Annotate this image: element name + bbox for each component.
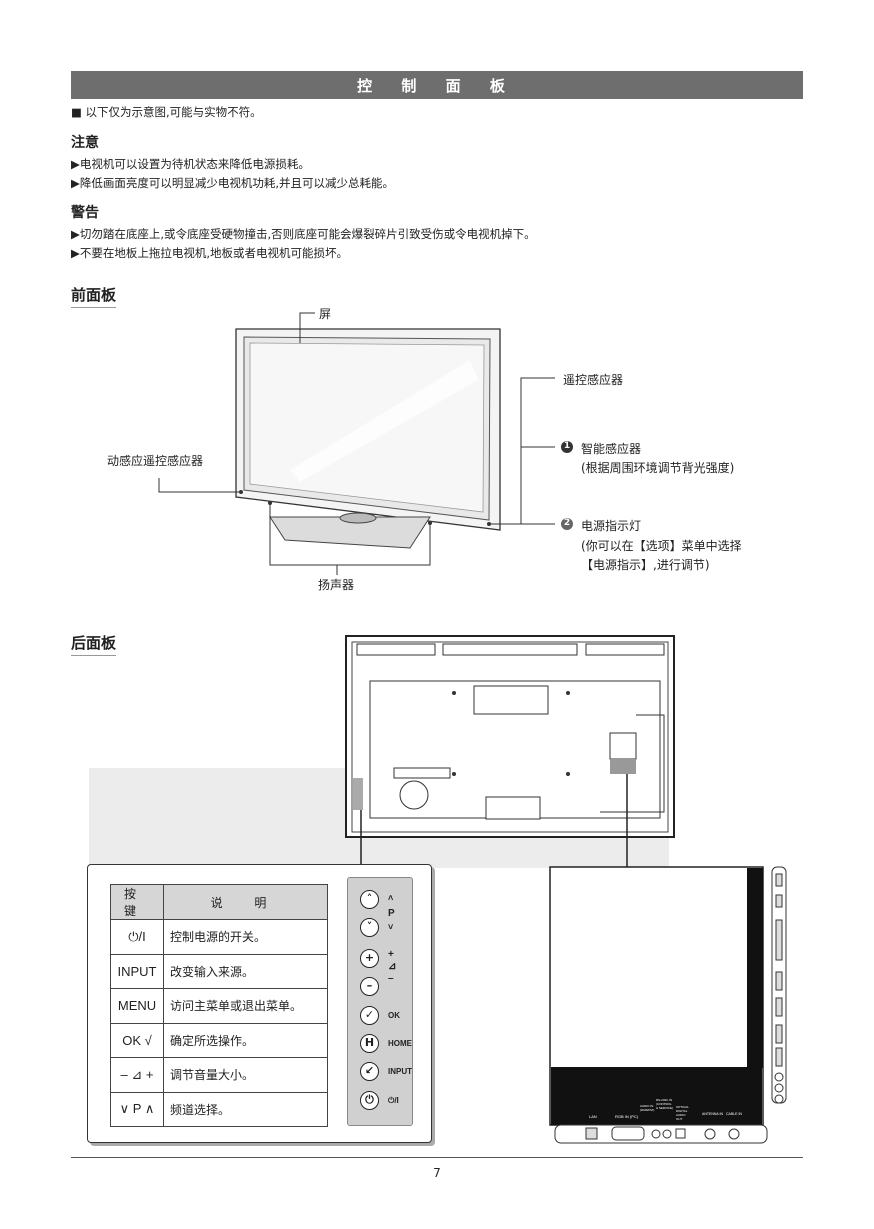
table-row: ∨ P ∧频道选择。 <box>110 1091 328 1127</box>
footer-divider <box>71 1157 803 1158</box>
label-smart-sensor: 智能感应器 <box>581 442 642 456</box>
page-title: 控 制 面 板 <box>357 77 517 95</box>
marker-2: 2 <box>563 518 571 528</box>
button-label: ⏻/I <box>388 1096 399 1105</box>
port-label: CABLE IN <box>726 1112 742 1116</box>
volume-up-icon[interactable]: + <box>360 949 379 968</box>
channel-up-icon[interactable]: ˄ <box>360 890 379 909</box>
label-remote-sensor: 遥控感应器 <box>563 373 624 387</box>
page-number: 7 <box>433 1166 441 1180</box>
front-tv-illustration <box>158 312 573 575</box>
desc-cell: 控制电源的开关。 <box>163 919 328 955</box>
warning-item: ▶不要在地板上拖拉电视机,地板或者电视机可能损坏。 <box>71 246 348 260</box>
port-label: OPTICAL DIGITAL AUDIO OUT <box>676 1105 689 1121</box>
warning-item: ▶切勿踏在底座上,或令底座受硬物撞击,否则底座可能会爆裂碎片引致受伤或令电视机掉… <box>71 227 536 241</box>
button-label: HOME <box>388 1039 412 1048</box>
header-desc: 说 明 <box>163 884 328 920</box>
notice-heading: 注意 <box>71 135 99 151</box>
intro-note: ■ 以下仅为示意图,可能与实物不符。 <box>71 105 262 119</box>
home-icon[interactable]: H <box>360 1034 379 1053</box>
button-label: OK <box>388 1011 400 1020</box>
notice-item: ▶电视机可以设置为待机状态来降低电源损耗。 <box>71 157 310 171</box>
button-label: – <box>388 973 394 984</box>
button-label: + <box>388 949 394 960</box>
key-cell: ∨ P ∧ <box>110 1091 164 1127</box>
label-screen: 屏 <box>319 307 332 321</box>
label-smart-sensor-desc: (根据周围环境调节背光强度) <box>581 461 735 475</box>
desc-cell: 访问主菜单或退出菜单。 <box>163 988 328 1024</box>
warning-heading: 警告 <box>71 205 99 221</box>
table-row: – ⊿ +调节音量大小。 <box>110 1057 328 1093</box>
button-label: ˅ <box>388 922 394 932</box>
ok-icon[interactable]: ✓ <box>360 1006 379 1025</box>
table-row: OK √确定所选操作。 <box>110 1022 328 1058</box>
desc-cell: 频道选择。 <box>163 1091 328 1127</box>
label-motion-sensor: 动感应遥控感应器 <box>107 454 204 468</box>
key-cell: ⏻/I <box>110 919 164 955</box>
front-panel-title: 前面板 <box>71 284 117 308</box>
notice-item: ▶降低画面亮度可以明显减少电视机功耗,并且可以减少总耗能。 <box>71 176 394 190</box>
label-power-led-desc: 【电源指示】,进行调节) <box>581 558 710 572</box>
port-label: RS-232C IN (CONTROL & SERVICE) <box>656 1098 673 1110</box>
button-label: P <box>388 908 395 919</box>
key-cell: INPUT <box>110 953 164 989</box>
desc-cell: 确定所选操作。 <box>163 1022 328 1058</box>
label-power-led-desc: (你可以在【选项】菜单中选择 <box>581 539 742 553</box>
button-label: INPUT <box>388 1067 412 1076</box>
label-power-led: 电源指示灯 <box>581 519 642 533</box>
table-header-row: 按 键 说 明 <box>110 884 328 920</box>
volume-down-icon[interactable]: – <box>360 977 379 996</box>
key-cell: OK √ <box>110 1022 164 1058</box>
header-key: 按 键 <box>110 884 164 920</box>
marker-1: 1 <box>563 441 571 451</box>
port-label: LAN <box>589 1114 597 1119</box>
power-icon[interactable]: ⏻ <box>360 1091 379 1110</box>
port-label: RGB IN (PC) <box>615 1114 639 1119</box>
port-label: AUDIO IN (RGB/DVI) <box>640 1104 655 1112</box>
desc-cell: 改变输入来源。 <box>163 953 328 989</box>
port-label: ANTENNA IN <box>702 1112 724 1116</box>
button-label: ˄ <box>388 893 394 903</box>
rear-panel-title: 后面板 <box>71 632 117 656</box>
channel-down-icon[interactable]: ˅ <box>360 918 379 937</box>
rear-tv-illustration <box>89 635 787 1144</box>
key-cell: – ⊿ + <box>110 1057 164 1093</box>
desc-cell: 调节音量大小。 <box>163 1057 328 1093</box>
key-cell: MENU <box>110 988 164 1024</box>
side-button-strip: ˄ ˄ P ˅ ˅ + + ⊿ – – ✓ OK H HOME ↙ INPUT … <box>347 877 413 1126</box>
label-speaker: 扬声器 <box>318 578 355 592</box>
volume-icon: ⊿ <box>388 961 397 972</box>
title-banner: 控 制 面 板 <box>71 71 803 99</box>
input-icon[interactable]: ↙ <box>360 1062 379 1081</box>
